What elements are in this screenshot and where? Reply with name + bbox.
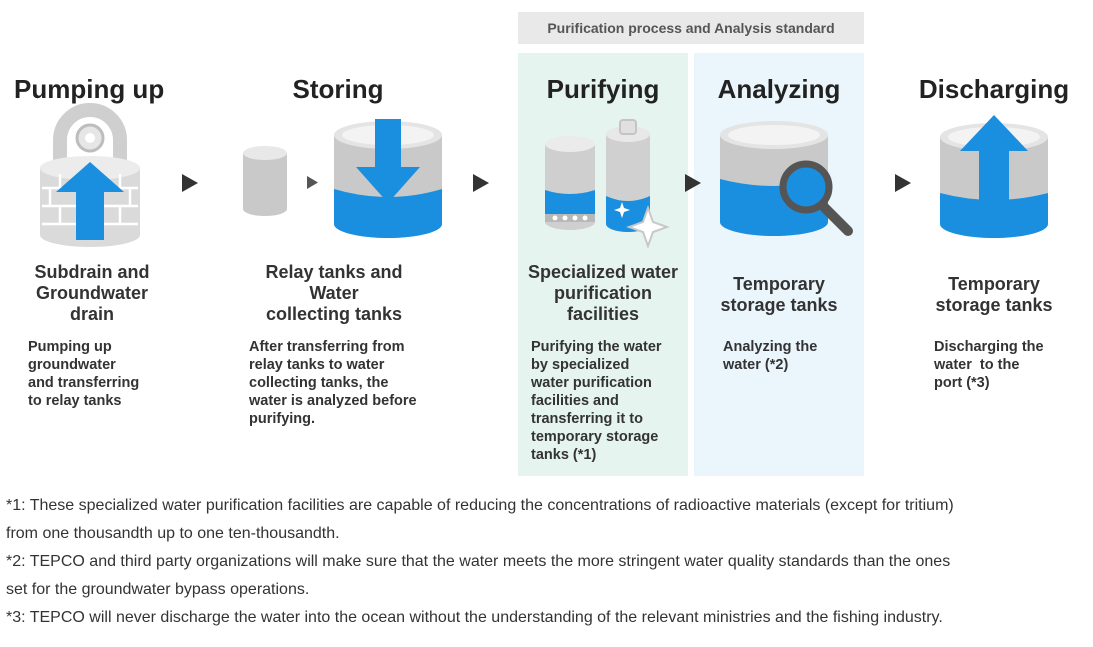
description-line: water (*2) — [723, 357, 789, 373]
description-line: by specialized — [531, 357, 630, 373]
facility-name-subdrain: Subdrain and Groundwater drain — [14, 262, 170, 325]
facility-line: purification — [554, 283, 652, 303]
facility-line: drain — [69, 304, 114, 324]
facility-name-relay-tanks: Relay tanks and Water collecting tanks — [246, 262, 422, 325]
footnote-line: from one thousandth up to one ten-thousa… — [6, 525, 340, 542]
facility-line: Temporary — [733, 274, 825, 294]
magnifier-icon — [779, 160, 853, 236]
description-line: Analyzing the — [723, 339, 818, 355]
facility-line: facilities — [566, 304, 640, 324]
description-line: and transferring — [28, 375, 140, 391]
facility-line: storage tanks — [720, 295, 838, 315]
description-line: facilities and — [531, 393, 619, 409]
facility-line: Temporary — [948, 274, 1040, 294]
description-line: Pumping up — [28, 339, 112, 355]
step-description-purifying: Purifying the water by specialized water… — [531, 338, 687, 464]
facility-line: collecting tanks — [265, 304, 403, 324]
facility-line: storage tanks — [935, 295, 1053, 315]
description-line: port (*3) — [934, 375, 990, 391]
collecting-tank-icon — [334, 119, 442, 238]
step-title-purifying: Purifying — [546, 74, 660, 104]
facility-line: Specialized water — [527, 262, 679, 282]
facility-name-temp-storage-analyzing: Temporary storage tanks — [694, 274, 864, 316]
relay-tank-icon — [243, 146, 287, 216]
process-header-label: Purification process and Analysis standa… — [547, 20, 835, 36]
flow-arrow-icon — [182, 174, 198, 192]
description-line: collecting tanks, the — [249, 375, 389, 391]
description-line: water is analyzed before — [249, 393, 417, 409]
step-title-analyzing: Analyzing — [717, 74, 841, 104]
facility-line: Subdrain and — [34, 262, 150, 282]
description-line: purifying. — [249, 411, 316, 427]
description-line: water to the — [934, 357, 1020, 373]
description-line: transferring it to — [531, 411, 643, 427]
footnote-line: set for the groundwater bypass operation… — [6, 581, 310, 598]
facility-name-purification: Specialized water purification facilitie… — [518, 262, 688, 325]
facility-name-temp-storage-discharging: Temporary storage tanks — [906, 274, 1082, 316]
description-line: to relay tanks — [28, 393, 122, 409]
description-line: Purifying the water — [531, 339, 662, 355]
step-description-analyzing: Analyzing the water (*2) — [723, 338, 863, 374]
facility-line: Groundwater — [35, 283, 148, 303]
facility-line: Relay tanks and — [265, 262, 403, 282]
flow-arrow-icon — [895, 174, 911, 192]
description-line: After transferring from — [249, 339, 405, 355]
description-line: temporary storage — [531, 429, 659, 445]
facility-line: Water — [309, 283, 359, 303]
step-title-storing: Storing — [292, 74, 384, 104]
flow-arrow-icon — [473, 174, 489, 192]
footnote-line: *1: These specialized water purification… — [6, 497, 954, 514]
process-header-band: Purification process and Analysis standa… — [518, 12, 864, 44]
step-title-pumping-up: Pumping up — [14, 74, 165, 104]
description-line: Discharging the — [934, 339, 1044, 355]
footnote-line: *3: TEPCO will never discharge the water… — [6, 609, 943, 626]
analysis-tank-icon — [720, 121, 853, 236]
footnotes: *1: These specialized water purification… — [6, 492, 1091, 632]
purification-facility-icon — [545, 119, 670, 249]
discharge-tank-icon — [940, 115, 1048, 238]
description-line: relay tanks to water — [249, 357, 385, 373]
step-title-discharging: Discharging — [918, 74, 1070, 104]
small-flow-arrow-icon — [307, 176, 318, 189]
description-line: groundwater — [28, 357, 116, 373]
description-line: water purification — [531, 375, 652, 391]
step-description-pumping-up: Pumping up groundwater and transferring … — [28, 338, 178, 410]
step-description-storing: After transferring from relay tanks to w… — [249, 338, 449, 428]
footnote-line: *2: TEPCO and third party organizations … — [6, 553, 951, 570]
step-description-discharging: Discharging the water to the port (*3) — [934, 338, 1084, 392]
flow-arrow-icon — [685, 174, 701, 192]
well-icon — [40, 103, 140, 247]
purifying-panel — [518, 53, 688, 476]
description-line: tanks (*1) — [531, 447, 597, 463]
